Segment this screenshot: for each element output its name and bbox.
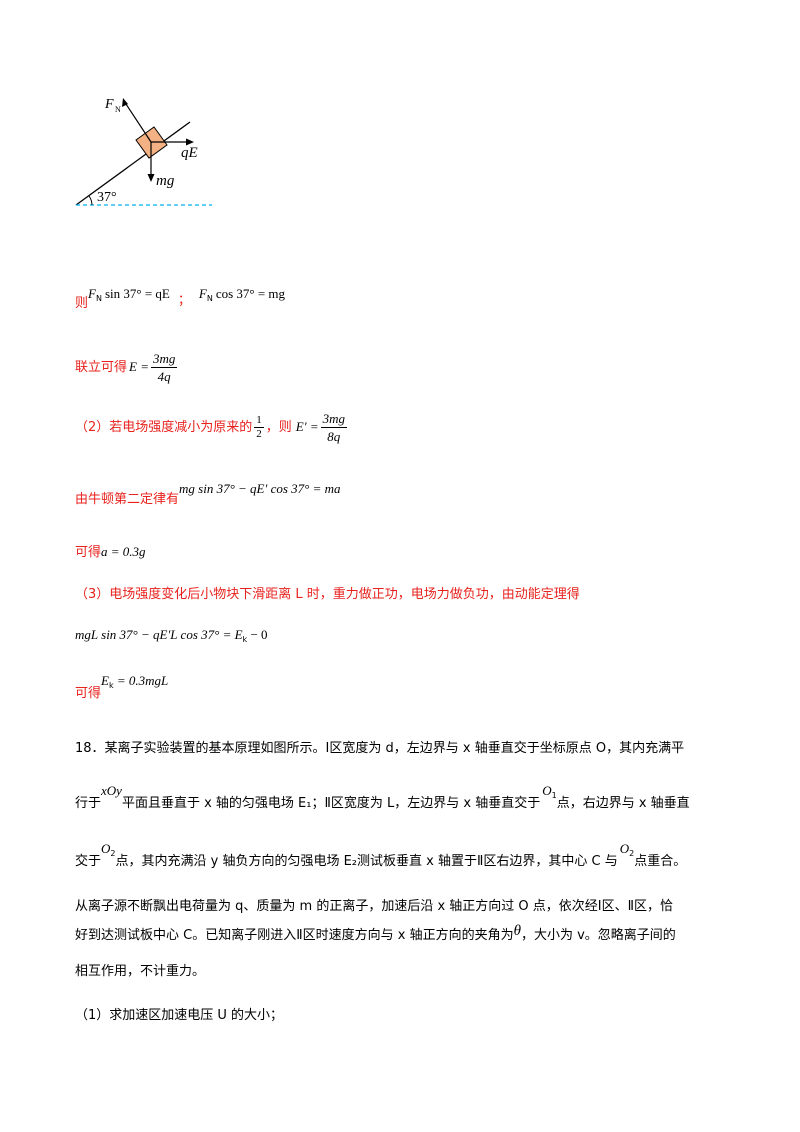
line5-a: 好到达测试板中心 C。已知离子刚进入Ⅱ区时速度方向与 x 轴正方向的夹角为 — [75, 928, 514, 943]
force-diagram: F N qE mg 37° — [75, 97, 212, 206]
problem18-line4: 从离子源不断飘出电荷量为 q、质量为 m 的正离子，加速后沿 x 轴正方向过 O… — [75, 899, 674, 914]
line2-xoy: xOy — [101, 783, 122, 798]
part3-text: （3）电场强度变化后小物块下滑距离 L 时，重力做正功，电场力做负功，由动能定理… — [75, 587, 580, 602]
newton-prefix: 由牛顿第二定律有 — [75, 492, 180, 507]
fn-arrow — [123, 100, 152, 143]
line2-c: 点，右边界与 x 轴垂直 — [556, 796, 690, 811]
ep-den: 8q — [327, 429, 341, 444]
kede1-prefix: 可得 — [75, 545, 102, 560]
energy-eq-sub: k — [242, 635, 248, 644]
ze-prefix: 则 — [75, 296, 89, 311]
e-lhs: E = — [129, 359, 149, 374]
incline-line — [75, 121, 191, 206]
eq1-cos-part: cos 37° = mg — [215, 286, 286, 301]
mg-label: mg — [156, 173, 175, 189]
problem18-line1: 18．某离子实验装置的基本原理如图所示。Ⅰ区宽度为 d，左边界与 x 轴垂直交于… — [75, 741, 685, 756]
eq1-fn2: F — [198, 286, 207, 301]
o2b-symbol: O — [619, 841, 630, 856]
part2-text: （2）若电场强度减小为原来的 — [75, 420, 253, 435]
newton-equation: mg sin 37° − qE′ cos 37° = ma — [179, 481, 341, 496]
angle-arc — [88, 195, 93, 206]
ep-lhs: E′ = — [295, 419, 319, 434]
a-equation: a = 0.3g — [101, 544, 146, 559]
half-den: 2 — [256, 428, 262, 440]
o2-symbol: O — [101, 841, 111, 856]
kede2-prefix: 可得 — [75, 686, 102, 701]
line3-c: 点重合。 — [634, 854, 687, 869]
fn-arrowhead — [122, 98, 128, 107]
line5-b: ，大小为 v。忽略离子间的 — [520, 928, 676, 943]
angle-label: 37° — [97, 190, 117, 205]
eq1-fn-sub: N — [95, 294, 102, 303]
accel-result: 可得a = 0.3g — [75, 541, 146, 560]
theta-symbol: θ — [513, 923, 521, 939]
eq1-separator: ； — [177, 293, 191, 308]
qe-arrowhead — [186, 138, 194, 146]
line2-a: 行于 — [75, 796, 102, 811]
problem18-line3: 交于O2点，其内充满沿 y 轴负方向的匀强电场 E₂测试板垂直 x 轴置于Ⅱ区右… — [75, 838, 686, 869]
energy-equation: mgL sin 37° − qE′L cos 37° = Ek − 0 — [75, 627, 268, 644]
fn-label-sub: N — [115, 105, 121, 114]
o2-sub: 2 — [110, 849, 116, 858]
lianli-prefix: 联立可得 — [75, 360, 128, 375]
problem18-line6: 相互作用，不计重力。 — [75, 964, 206, 979]
o1-sub: 1 — [551, 791, 557, 800]
line2-b: 平面且垂直于 x 轴的匀强电场 E₁；Ⅱ区宽度为 L，左边界与 x 轴垂直交于 — [121, 796, 541, 811]
problem18-line5: 好到达测试板中心 C。已知离子刚进入Ⅱ区时速度方向与 x 轴正方向的夹角为θ，大… — [75, 923, 676, 944]
half-num: 1 — [254, 414, 264, 428]
newton-line: 由牛顿第二定律有mg sin 37° − qE′ cos 37° = ma — [75, 478, 341, 507]
line3-a: 交于 — [75, 854, 102, 869]
eq1-fn: F — [88, 286, 96, 301]
ek-sub: k — [108, 681, 114, 690]
e-den: 4q — [157, 369, 171, 384]
line3-b: 点，其内充满沿 y 轴负方向的匀强电场 E₂测试板垂直 x 轴置于Ⅱ区右边界，其… — [115, 854, 618, 869]
eq1-sin-part: sin 37° = qE — [104, 286, 170, 301]
problem18-question1: （1）求加速区加速电压 U 的大小； — [75, 1008, 284, 1023]
part2-then: ，则 — [265, 420, 292, 435]
e-num: 3mg — [150, 351, 178, 368]
fn-label: F — [104, 97, 114, 112]
o2b-sub: 2 — [629, 849, 635, 858]
ek-result: 可得Ek = 0.3mgL — [75, 670, 169, 701]
energy-eq-main: mgL sin 37° − qE′L cos 37° = E — [75, 627, 243, 642]
energy-eq-tail: − 0 — [247, 627, 268, 642]
mg-arrowhead — [147, 174, 155, 182]
problem18-line2: 行于xOy平面且垂直于 x 轴的匀强电场 E₁；Ⅱ区宽度为 L，左边界与 x 轴… — [75, 780, 690, 811]
ek-symbol: E — [101, 673, 109, 688]
ep-num: 3mg — [320, 411, 347, 428]
o1-symbol: O — [542, 783, 552, 798]
eq1-fn2-sub: N — [206, 294, 213, 303]
ek-value: = 0.3mgL — [113, 673, 169, 688]
qe-label: qE — [181, 145, 198, 161]
